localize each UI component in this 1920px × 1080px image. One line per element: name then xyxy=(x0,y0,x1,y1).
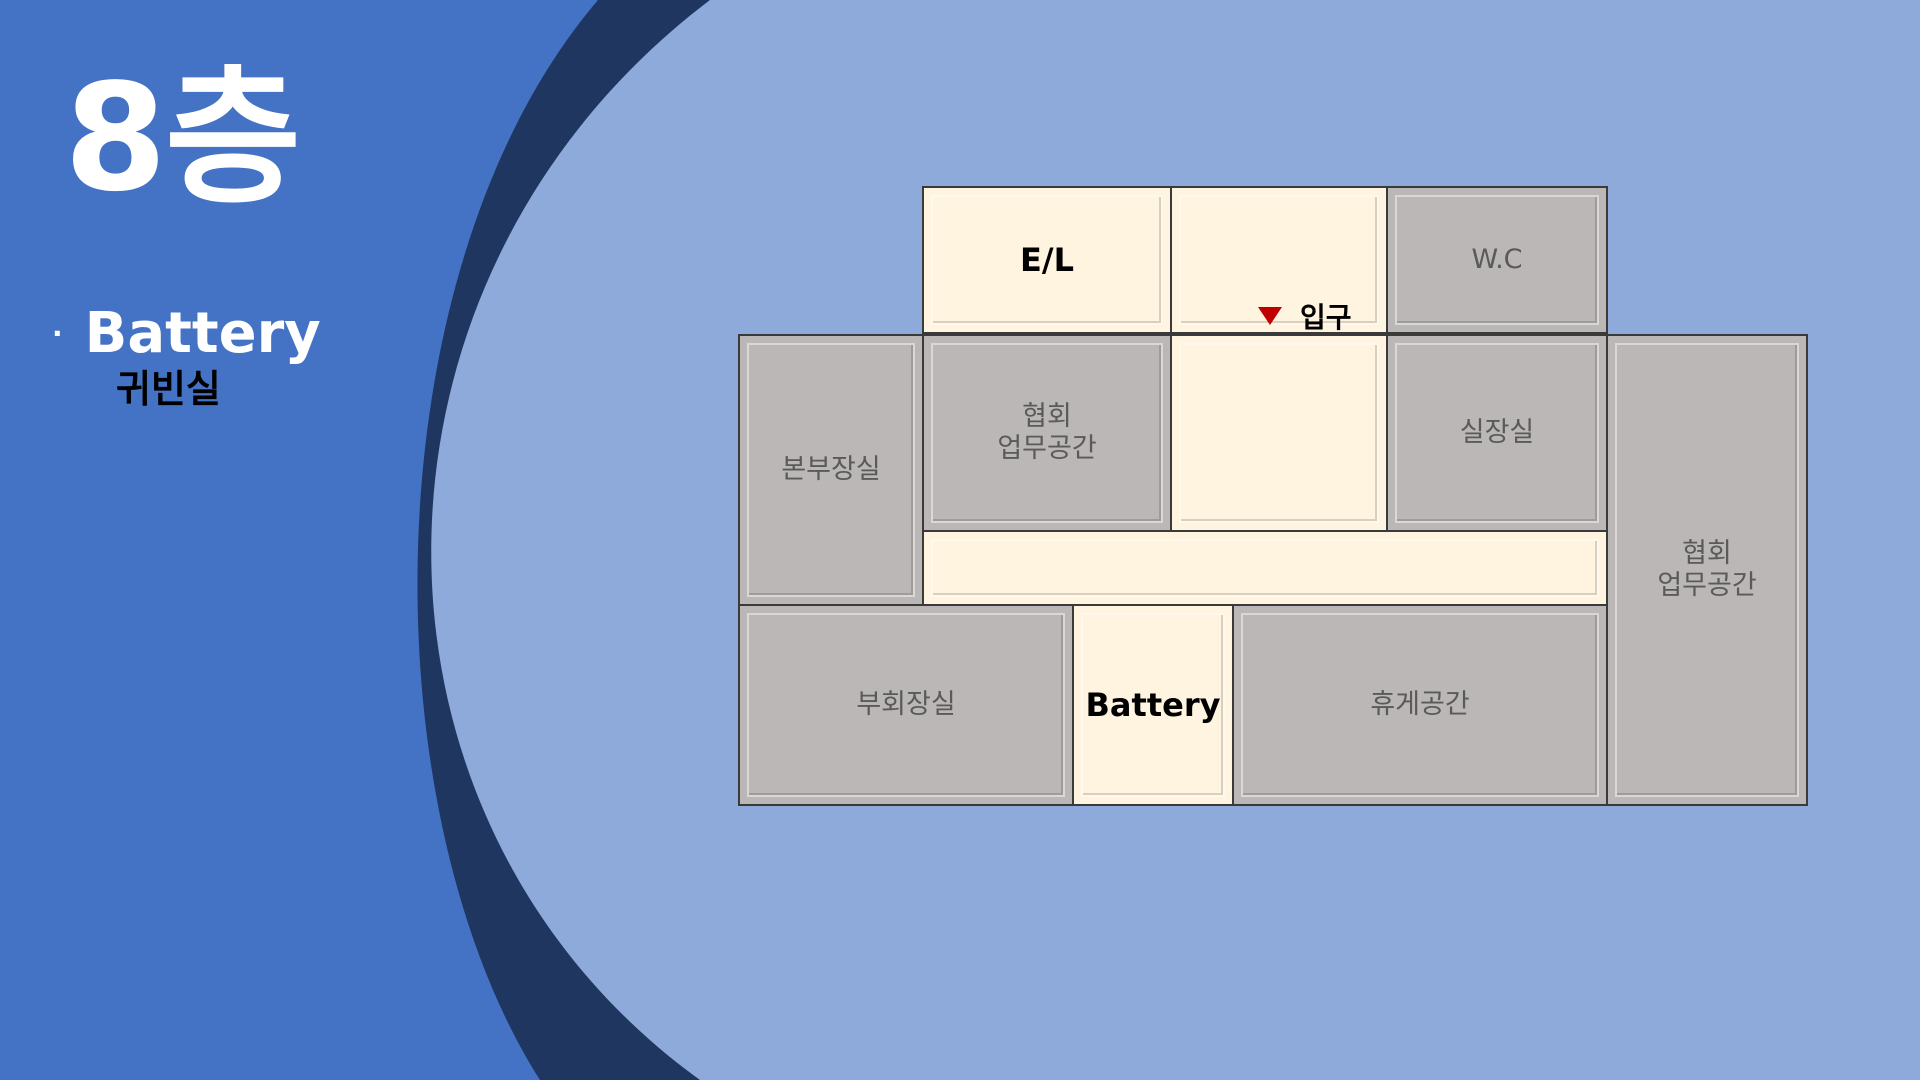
entrance-marker: 입구 xyxy=(1258,296,1352,336)
room-association-office-1: 협회 업무공간 xyxy=(922,334,1172,532)
room-label-vice-chairman-office: 부회장실 xyxy=(856,688,956,720)
room-label-headquarters-office: 본부장실 xyxy=(781,453,881,485)
bullet-label: Battery xyxy=(84,301,321,366)
room-label-battery: Battery xyxy=(1085,685,1221,724)
room-vice-chairman-office: 부회장실 xyxy=(738,604,1074,806)
room-corridor xyxy=(922,530,1608,606)
room-label-elevator: E/L xyxy=(1020,240,1074,279)
room-headquarters-office: 본부장실 xyxy=(738,334,924,606)
bullet-item: · Battery xyxy=(52,306,321,362)
room-label-association-office-1: 협회 업무공간 xyxy=(997,400,1097,464)
entrance-label: 입구 xyxy=(1300,301,1352,334)
room-lounge: 휴게공간 xyxy=(1232,604,1608,806)
room-association-office-2: 협회 업무공간 xyxy=(1606,334,1808,806)
left-panel xyxy=(0,0,598,1080)
room-label-director-office: 실장실 xyxy=(1459,416,1535,448)
room-restroom: W.C xyxy=(1386,186,1608,334)
room-label-association-office-2: 협회 업무공간 xyxy=(1657,537,1757,601)
bullet-dot: · xyxy=(52,317,63,350)
room-label-restroom: W.C xyxy=(1471,243,1523,275)
room-label-lounge: 휴게공간 xyxy=(1370,688,1470,720)
room-director-office: 실장실 xyxy=(1386,334,1608,532)
down-triangle-icon xyxy=(1258,307,1282,325)
room-elevator: E/L xyxy=(922,186,1172,334)
subtitle: 귀빈실 xyxy=(116,367,221,411)
room-battery: Battery xyxy=(1072,604,1234,806)
page-title: 8층 xyxy=(64,52,301,224)
room-lobby-center xyxy=(1170,334,1388,532)
